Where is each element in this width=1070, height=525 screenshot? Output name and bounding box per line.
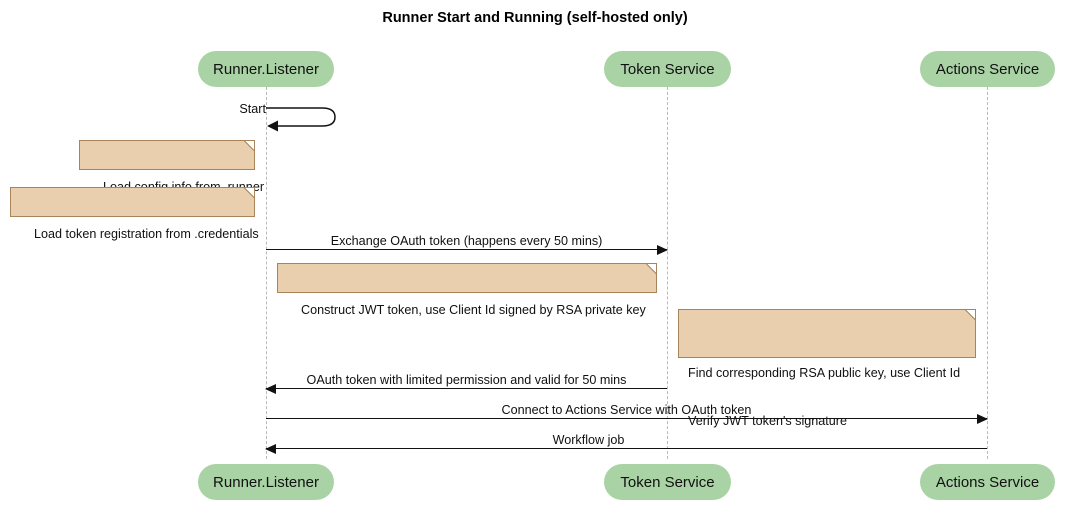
participant-label: Runner.Listener	[213, 473, 319, 491]
message-arrow-workflow-job	[265, 444, 987, 454]
participant-token-bottom[interactable]: Token Service	[604, 464, 731, 500]
participant-runner-top[interactable]: Runner.Listener	[198, 51, 334, 87]
note-verify-jwt-signature: Find corresponding RSA public key, use C…	[678, 309, 976, 428]
participant-actions-bottom[interactable]: Actions Service	[920, 464, 1055, 500]
arrowhead-right-icon	[657, 245, 668, 255]
note-fold-corner-icon	[645, 263, 657, 275]
participant-label: Actions Service	[935, 473, 1040, 491]
arrowhead-right-icon	[977, 414, 988, 424]
note-load-config-info: Load config info from .runner	[79, 140, 264, 194]
participant-label: Actions Service	[935, 60, 1040, 78]
message-arrow-oauth-token-return	[265, 384, 667, 394]
message-label-connect-actions: Connect to Actions Service with OAuth to…	[501, 403, 752, 417]
note-fold-corner-icon	[964, 309, 976, 321]
participant-label: Token Service	[620, 60, 715, 78]
participant-token-top[interactable]: Token Service	[604, 51, 731, 87]
lifeline-token	[667, 87, 668, 459]
note-fold-corner-icon	[243, 140, 255, 152]
lifeline-actions	[987, 87, 988, 459]
page-title: Runner Start and Running (self-hosted on…	[382, 10, 688, 26]
participant-label: Runner.Listener	[213, 60, 319, 78]
message-arrow-exchange-oauth	[266, 245, 668, 255]
participant-actions-top[interactable]: Actions Service	[920, 51, 1055, 87]
message-arrow-connect-actions	[266, 414, 988, 424]
note-load-token-registration: Load token registration from .credential…	[10, 187, 259, 241]
message-label-exchange-oauth: Exchange OAuth token (happens every 50 m…	[330, 234, 603, 248]
message-label-oauth-token-return: OAuth token with limited permission and …	[306, 373, 627, 387]
message-label-workflow-job: Workflow job	[552, 433, 625, 447]
arrowhead-left-icon	[265, 444, 276, 454]
note-text-line-2: Verify JWT token's signature	[688, 414, 847, 428]
note-text: Construct JWT token, use Client Id signe…	[301, 303, 646, 317]
note-text: Load token registration from .credential…	[34, 227, 259, 241]
participant-label: Token Service	[620, 473, 715, 491]
lifeline-runner	[266, 87, 267, 459]
note-construct-jwt-token: Construct JWT token, use Client Id signe…	[277, 263, 657, 317]
participant-runner-bottom[interactable]: Runner.Listener	[198, 464, 334, 500]
self-message-label-start: Start	[239, 102, 266, 116]
self-message-loop-start	[266, 106, 346, 132]
note-text-line-1: Find corresponding RSA public key, use C…	[688, 366, 961, 380]
arrowhead-left-icon	[265, 384, 276, 394]
note-fold-corner-icon	[243, 187, 255, 199]
